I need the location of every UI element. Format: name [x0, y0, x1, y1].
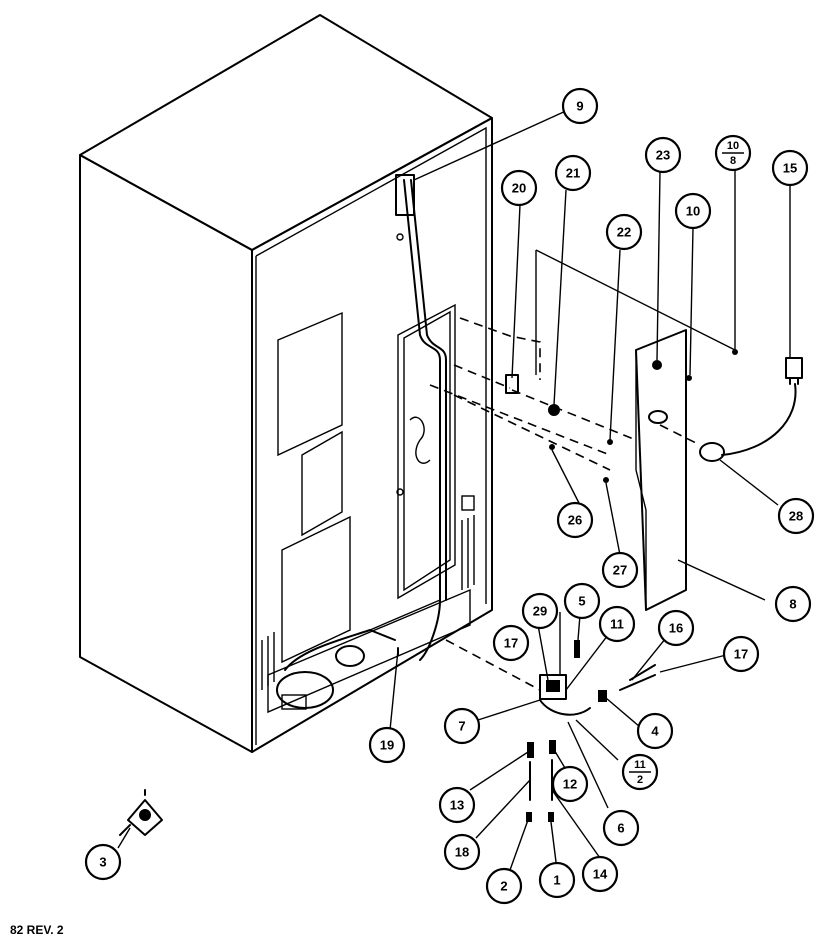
callout-4[interactable]: 4 — [636, 712, 674, 750]
callout-23[interactable]: 23 — [644, 136, 682, 174]
power-cord — [699, 357, 803, 462]
callout-7[interactable]: 7 — [443, 707, 481, 745]
svg-text:10: 10 — [727, 140, 739, 152]
svg-text:13: 13 — [450, 798, 464, 813]
svg-text:6: 6 — [617, 821, 624, 836]
callout-6[interactable]: 6 — [602, 809, 640, 847]
callout-13[interactable]: 13 — [438, 786, 476, 824]
callout-28[interactable]: 28 — [777, 497, 815, 535]
callout-14[interactable]: 14 — [581, 855, 619, 893]
svg-text:17: 17 — [734, 647, 748, 662]
callout-5[interactable]: 5 — [563, 582, 601, 620]
svg-text:18: 18 — [455, 845, 469, 860]
callout-10-8[interactable]: 10 8 — [714, 134, 752, 172]
svg-text:10: 10 — [686, 204, 700, 219]
svg-text:4: 4 — [651, 724, 659, 739]
svg-text:1: 1 — [553, 873, 560, 888]
callout-17-right[interactable]: 17 — [722, 635, 760, 673]
refrigerator-cabinet — [79, 14, 493, 753]
callout-3[interactable]: 3 — [84, 843, 122, 881]
svg-text:8: 8 — [789, 597, 796, 612]
callout-2[interactable]: 2 — [485, 867, 523, 905]
svg-text:19: 19 — [380, 738, 394, 753]
svg-text:17: 17 — [504, 636, 518, 651]
svg-text:2: 2 — [500, 879, 507, 894]
callout-22[interactable]: 22 — [605, 213, 643, 251]
svg-text:23: 23 — [656, 148, 670, 163]
svg-text:14: 14 — [593, 867, 608, 882]
svg-text:29: 29 — [533, 604, 547, 619]
callout-16[interactable]: 16 — [657, 609, 695, 647]
svg-text:11: 11 — [634, 759, 646, 771]
callout-11-2[interactable]: 11 2 — [621, 753, 659, 791]
svg-text:5: 5 — [578, 594, 585, 609]
svg-text:21: 21 — [566, 166, 580, 181]
callout-27[interactable]: 27 — [601, 551, 639, 589]
svg-text:9: 9 — [576, 99, 583, 114]
condenser-tubing — [395, 174, 475, 661]
callout-21[interactable]: 21 — [554, 154, 592, 192]
callout-19[interactable]: 19 — [368, 726, 406, 764]
svg-text:8: 8 — [730, 155, 736, 167]
svg-text:16: 16 — [669, 621, 683, 636]
callout-11[interactable]: 11 — [598, 605, 636, 643]
footer-code: 82 REV. 2 — [10, 923, 64, 937]
svg-text:12: 12 — [563, 777, 577, 792]
fasteners — [505, 349, 738, 483]
svg-text:20: 20 — [512, 181, 526, 196]
svg-text:2: 2 — [637, 774, 643, 786]
callout-18[interactable]: 18 — [443, 833, 481, 871]
callout-17-left[interactable]: 17 — [492, 624, 530, 662]
svg-text:15: 15 — [783, 161, 797, 176]
callout-15[interactable]: 15 — [771, 149, 809, 187]
svg-text:27: 27 — [613, 563, 627, 578]
callout-29[interactable]: 29 — [521, 592, 559, 630]
callout-20[interactable]: 20 — [500, 169, 538, 207]
callouts: 9 20 21 22 23 10 8 15 10 26 27 28 8 29 5… — [84, 87, 815, 905]
svg-text:28: 28 — [789, 509, 803, 524]
svg-text:7: 7 — [458, 719, 465, 734]
callout-9[interactable]: 9 — [561, 87, 599, 125]
svg-text:26: 26 — [568, 513, 582, 528]
callout-1[interactable]: 1 — [538, 861, 576, 899]
compressor-area — [261, 588, 471, 714]
svg-text:11: 11 — [610, 617, 624, 632]
svg-text:22: 22 — [617, 225, 631, 240]
access-cover-panel — [635, 329, 692, 611]
callout-8[interactable]: 8 — [774, 585, 812, 623]
callout-12[interactable]: 12 — [551, 765, 589, 803]
svg-text:3: 3 — [99, 855, 106, 870]
callout-26[interactable]: 26 — [556, 501, 594, 539]
explode-lines — [429, 170, 736, 691]
callout-10[interactable]: 10 — [674, 192, 712, 230]
grommet-part — [119, 789, 163, 836]
